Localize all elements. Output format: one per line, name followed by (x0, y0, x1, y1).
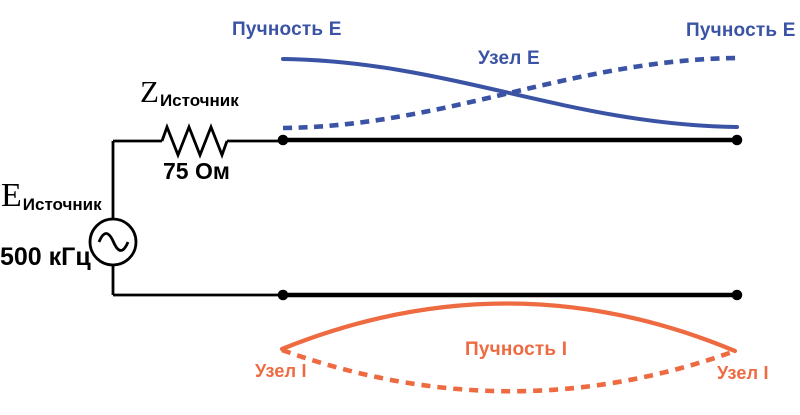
impedance-value-label: 75 Ом (163, 158, 230, 184)
i-node-left-label: Узел I (255, 361, 307, 381)
source-emf-label: EИсточник (1, 177, 102, 214)
e-antinode-left-label: Пучность E (232, 19, 342, 40)
e-wave-solid-curve (281, 57, 739, 129)
source-impedance-label: ZИсточник (140, 74, 239, 110)
emf-symbol: E (1, 177, 22, 214)
terminal-dot-bottom-right (731, 289, 743, 301)
terminal-dot-top-right (731, 134, 743, 146)
i-wave-dashed-curve (281, 347, 736, 394)
i-wave-solid-curve (279, 301, 738, 354)
terminal-dot-top-left (277, 134, 289, 146)
e-wave-dashed-curve (282, 55, 738, 131)
e-antinode-right-label: Пучность E (686, 20, 796, 41)
sine-wave-icon (97, 232, 130, 252)
terminal-dot-bottom-left (277, 289, 289, 301)
e-node-label: Узел E (478, 48, 540, 69)
impedance-subscript: Источник (159, 91, 239, 110)
frequency-label: 500 кГц (0, 243, 91, 271)
resistor-zigzag-icon (160, 123, 229, 159)
i-node-right-label: Узел I (717, 363, 769, 383)
emf-subscript: Источник (22, 195, 102, 214)
impedance-symbol: Z (140, 74, 159, 109)
ac-source-circle (88, 217, 138, 267)
i-antinode-label: Пучность I (465, 339, 568, 360)
